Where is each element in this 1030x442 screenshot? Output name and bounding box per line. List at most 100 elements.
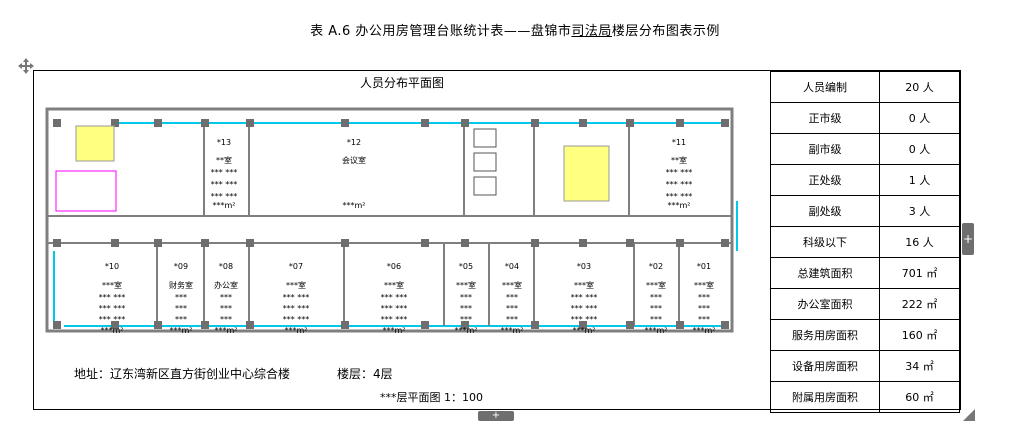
room-number: *02 <box>649 262 663 271</box>
room-occupants: *** <box>650 315 662 324</box>
room-number: *06 <box>387 262 401 271</box>
stat-value: 160 ㎡ <box>879 319 960 351</box>
room-name: ***室 <box>574 280 594 290</box>
stat-label: 人员编制 <box>770 71 880 103</box>
pillar <box>341 239 349 247</box>
room-occupants: *** <box>698 315 710 324</box>
room-occupants: *** <box>698 304 710 313</box>
stat-label: 副处级 <box>770 195 880 227</box>
room-name: ***室 <box>502 280 522 290</box>
pillar <box>421 321 429 329</box>
room-occupants: *** *** <box>666 168 693 177</box>
room-name: ***室 <box>102 280 122 290</box>
room-name: ***室 <box>286 280 306 290</box>
room-area: ***m² <box>501 326 524 335</box>
room-area: ***m² <box>101 326 124 335</box>
room-occupants: *** <box>460 293 472 302</box>
pillar <box>111 119 119 127</box>
elevator <box>473 176 497 196</box>
room-number: *01 <box>697 262 711 271</box>
stat-label: 总建筑面积 <box>770 257 880 289</box>
room-occupants: *** *** <box>99 304 126 313</box>
stat-label: 副市级 <box>770 133 880 165</box>
room-number: *05 <box>459 262 473 271</box>
stat-value: 0 人 <box>879 102 960 134</box>
room-number: *07 <box>289 262 303 271</box>
elevator <box>473 128 497 148</box>
room-name: ***室 <box>694 280 714 290</box>
room-area: ***m² <box>285 326 308 335</box>
pillar <box>201 119 209 127</box>
room-occupants: *** <box>175 293 187 302</box>
pillar <box>721 119 729 127</box>
room-area: ***m² <box>383 326 406 335</box>
room-area: ***m² <box>215 326 238 335</box>
resize-grip-icon[interactable] <box>963 409 975 421</box>
room-name: **室 <box>671 155 687 165</box>
pillar <box>421 239 429 247</box>
pillar <box>461 239 469 247</box>
pillar <box>676 239 684 247</box>
room-occupants: *** <box>220 304 232 313</box>
room-area: ***m² <box>693 326 716 335</box>
stat-value: 34 ㎡ <box>879 350 960 382</box>
room-occupants: *** *** <box>381 304 408 313</box>
pillar <box>53 321 61 329</box>
room-name: ***室 <box>456 280 476 290</box>
room-name: 会议室 <box>342 155 366 165</box>
pillar <box>579 119 587 127</box>
room-occupants: *** *** <box>571 315 598 324</box>
plan-heading: 人员分布平面图 <box>359 76 444 90</box>
pillar <box>111 321 119 329</box>
room-name: ***室 <box>384 280 404 290</box>
pillar <box>341 321 349 329</box>
stat-label: 附属用房面积 <box>770 381 880 413</box>
room-area: ***m² <box>668 201 691 210</box>
room-occupants: *** *** <box>283 293 310 302</box>
room-occupants: *** *** <box>99 293 126 302</box>
pillar <box>531 321 539 329</box>
plan-floor: 楼层：4层 <box>337 367 393 381</box>
plan-scale: ***层平面图 1：100 <box>380 391 483 404</box>
room-occupants: *** *** <box>381 293 408 302</box>
room-area: ***m² <box>343 201 366 210</box>
stat-value: 1 人 <box>879 164 960 196</box>
stat-value: 701 ㎡ <box>879 257 960 289</box>
stat-value: 3 人 <box>879 195 960 227</box>
room-occupants: *** <box>650 293 662 302</box>
pillar <box>53 239 61 247</box>
stat-label: 正处级 <box>770 164 880 196</box>
room-number: *11 <box>672 138 686 147</box>
room-occupants: *** *** <box>211 180 238 189</box>
room-number: *12 <box>347 138 361 147</box>
room-occupants: *** <box>460 315 472 324</box>
expand-down-button[interactable]: + <box>478 411 514 421</box>
pillar <box>579 321 587 329</box>
expand-right-button[interactable]: + <box>962 223 974 255</box>
room-occupants: *** <box>506 293 518 302</box>
pillar <box>721 321 729 329</box>
stat-value: 0 人 <box>879 133 960 165</box>
stat-label: 服务用房面积 <box>770 319 880 351</box>
room-occupants: *** *** <box>99 315 126 324</box>
room-occupants: *** *** <box>211 168 238 177</box>
move-handle-icon[interactable] <box>17 57 35 75</box>
document-title: 表 A.6 办公用房管理台账统计表——盘锦市司法局楼层分布图表示例 <box>0 20 1030 39</box>
room-name: 财务室 <box>169 280 193 290</box>
room-occupants: *** *** <box>666 192 693 201</box>
pillar <box>676 119 684 127</box>
room-area: ***m² <box>645 326 668 335</box>
pillar <box>626 321 634 329</box>
elevator <box>473 152 497 172</box>
stat-value: 60 ㎡ <box>879 381 960 413</box>
room-area: ***m² <box>213 201 236 210</box>
